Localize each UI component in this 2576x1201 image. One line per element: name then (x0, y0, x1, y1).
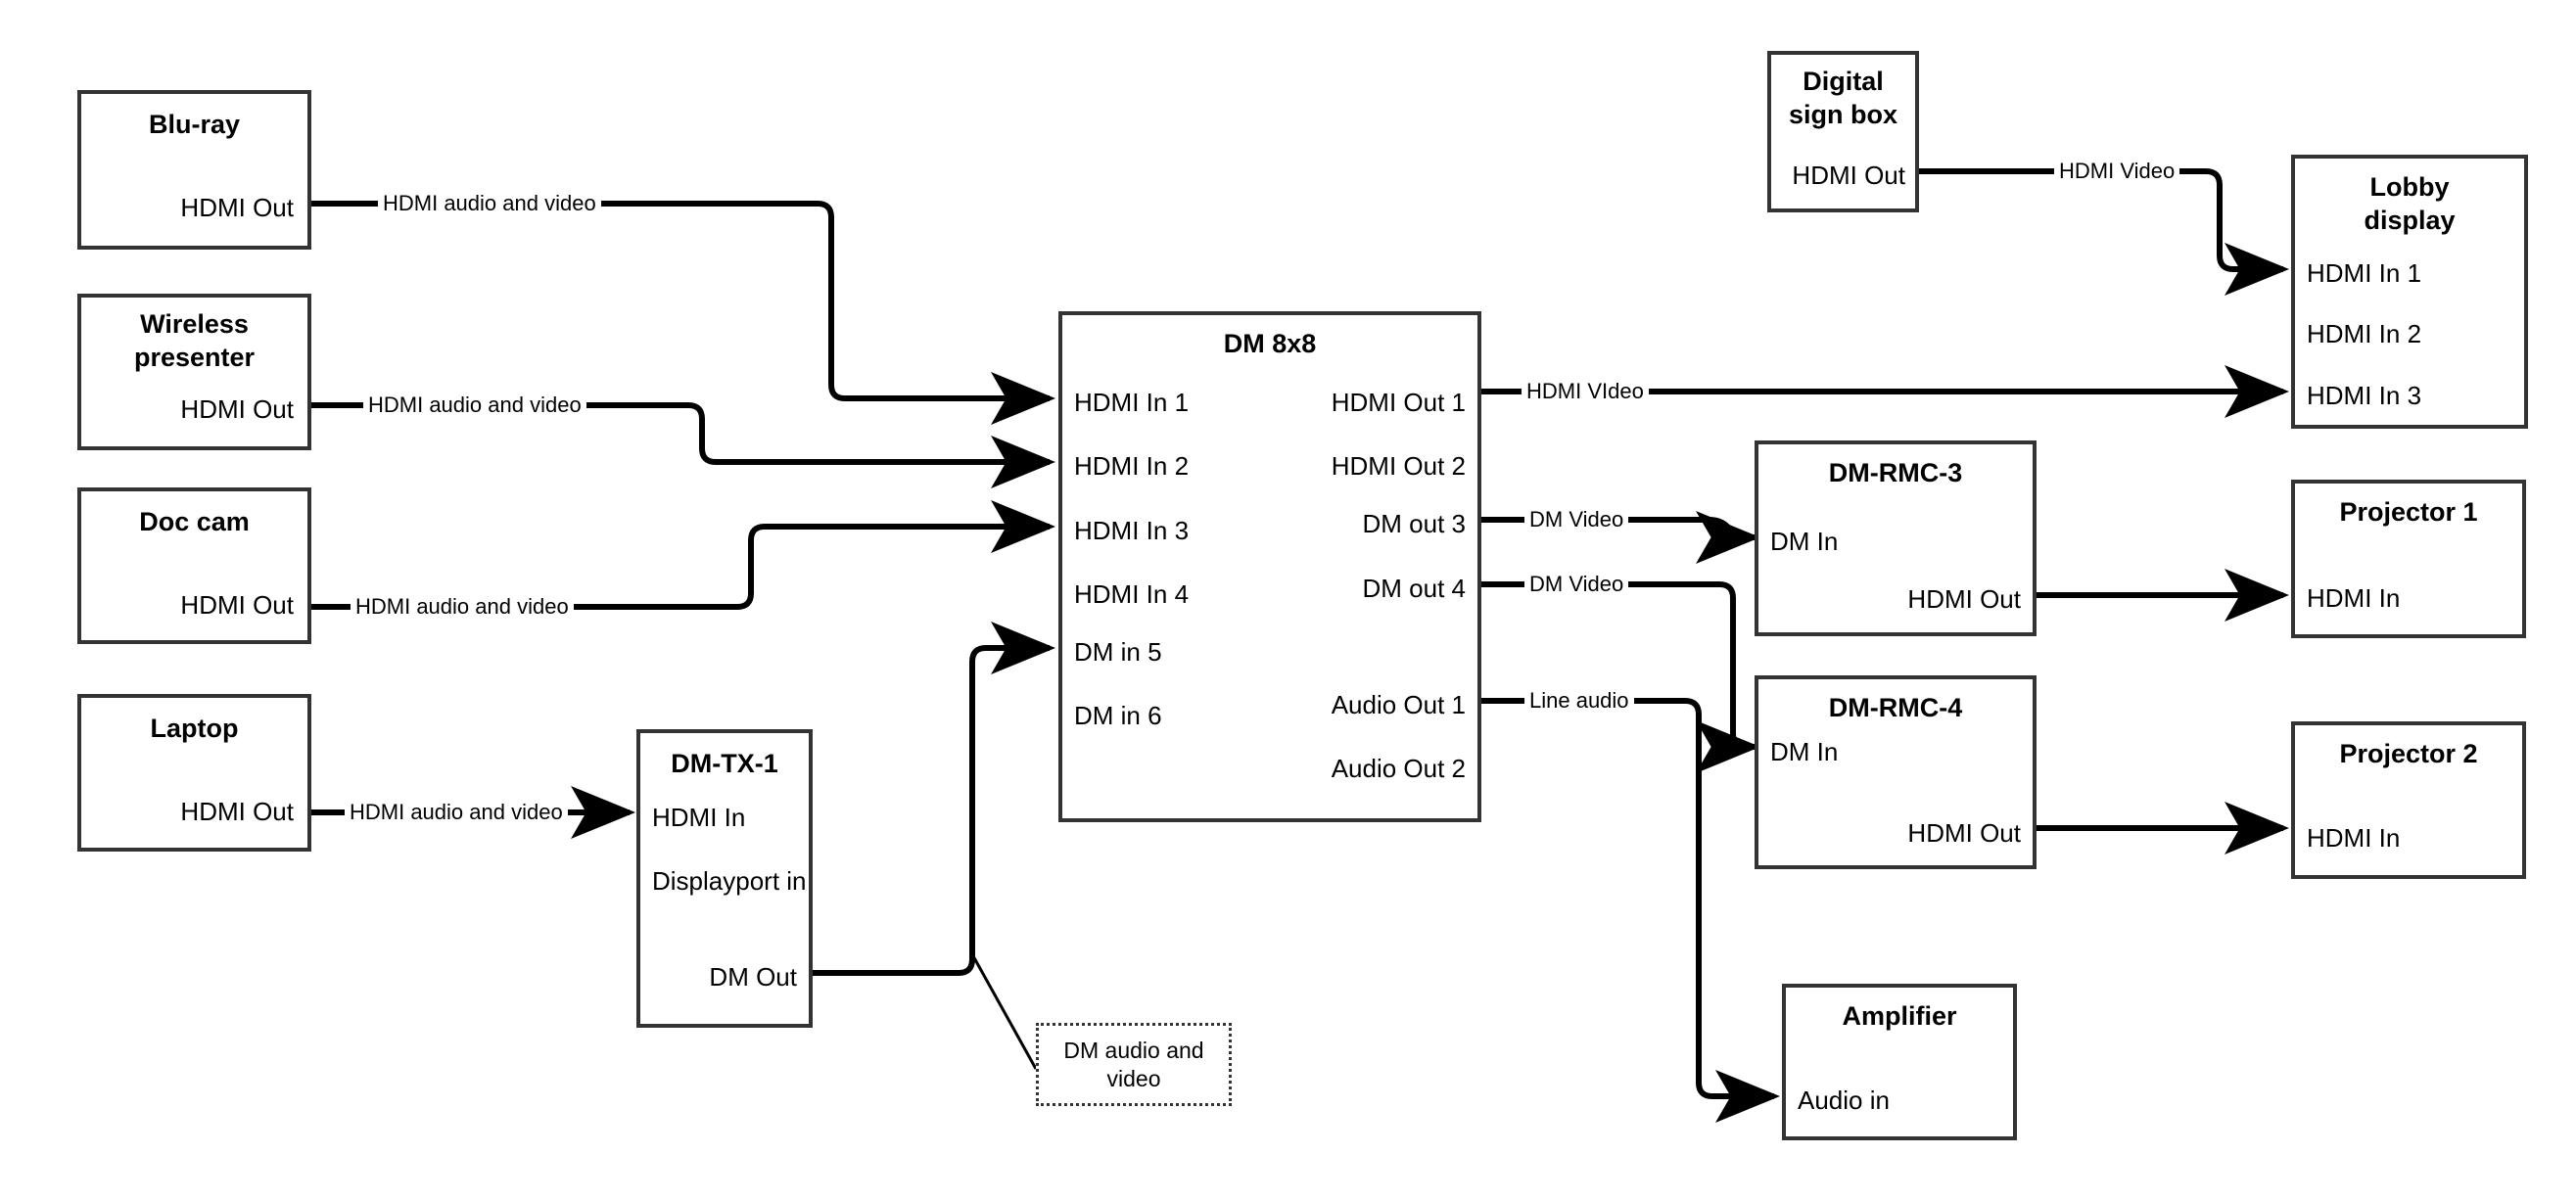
node-digital-sign-box[interactable]: Digital sign box HDMI Out (1767, 51, 1919, 212)
node-dm-tx-1[interactable]: DM-TX-1 HDMI In Displayport in DM Out (636, 729, 813, 1028)
node-projector-1-title: Projector 1 (2339, 497, 2478, 527)
wire-dmout3-to-dmrmc3 (1481, 511, 1760, 564)
callout-dm-audio-and-video: DM audio and video (1036, 1023, 1232, 1106)
wire-label-laptop: HDMI audio and video (345, 800, 568, 825)
wire-dmout4-to-dmrmc4 (1481, 581, 1760, 773)
port-dm8x8-hdmi-in-4: HDMI In 4 (1074, 579, 1190, 609)
port-wireless-presenter-hdmi-out: HDMI Out (180, 394, 294, 424)
wire-label-dm-out-3: DM Video (1524, 507, 1629, 532)
node-laptop[interactable]: Laptop HDMI Out (77, 694, 311, 852)
node-amplifier[interactable]: Amplifier Audio in (1782, 984, 2017, 1140)
port-lobby-hdmi-in-1: HDMI In 1 (2307, 258, 2422, 288)
port-amplifier-audio-in: Audio in (1798, 1086, 1890, 1115)
port-dm-rmc-3-dm-in: DM In (1770, 527, 1839, 556)
callout-leader-line (970, 953, 1038, 1070)
node-digital-sign-box-title: Digital sign box (1788, 67, 1897, 129)
wire-doccam-to-dm8x8 (311, 500, 1055, 610)
port-dm8x8-dm-in-5: DM in 5 (1074, 637, 1162, 667)
port-dm-tx-1-dm-out: DM Out (709, 962, 797, 992)
port-lobby-hdmi-in-3: HDMI In 3 (2307, 381, 2422, 410)
wire-label-wireless: HDMI audio and video (363, 393, 586, 418)
wire-label-bluray: HDMI audio and video (378, 191, 601, 216)
node-dm-rmc-4[interactable]: DM-RMC-4 DM In HDMI Out (1755, 675, 2037, 869)
port-laptop-hdmi-out: HDMI Out (180, 797, 294, 826)
node-dm-8x8-title: DM 8x8 (1223, 329, 1317, 358)
node-bluray[interactable]: Blu-ray HDMI Out (77, 90, 311, 250)
port-dm8x8-audio-out-2: Audio Out 2 (1331, 754, 1466, 783)
port-dm8x8-dm-out-4: DM out 4 (1362, 574, 1467, 603)
port-digital-sign-hdmi-out: HDMI Out (1792, 161, 1905, 190)
node-dm-rmc-3[interactable]: DM-RMC-3 DM In HDMI Out (1755, 440, 2037, 636)
port-dm8x8-hdmi-in-2: HDMI In 2 (1074, 451, 1190, 481)
port-dm8x8-hdmi-in-3: HDMI In 3 (1074, 516, 1190, 545)
node-amplifier-title: Amplifier (1842, 1001, 1957, 1031)
port-bluray-hdmi-out: HDMI Out (180, 193, 294, 222)
port-doc-cam-hdmi-out: HDMI Out (180, 590, 294, 620)
node-projector-1[interactable]: Projector 1 HDMI In (2291, 480, 2526, 638)
port-dm-rmc-3-hdmi-out: HDMI Out (1907, 584, 2021, 614)
wire-audioout1-to-amplifier (1481, 698, 1780, 1123)
node-dm-8x8[interactable]: DM 8x8 HDMI In 1 HDMI In 2 HDMI In 3 HDM… (1058, 311, 1481, 822)
port-dm8x8-dm-in-6: DM in 6 (1074, 701, 1162, 730)
port-dm-tx-1-hdmi-in: HDMI In (652, 803, 746, 832)
node-bluray-title: Blu-ray (148, 110, 241, 139)
node-wireless-presenter-title: Wireless presenter (133, 309, 256, 372)
node-dm-rmc-3-title: DM-RMC-3 (1828, 458, 1963, 487)
wire-label-audio-out-1: Line audio (1524, 688, 1634, 714)
node-projector-2-title: Projector 2 (2339, 739, 2478, 768)
port-dm-tx-1-displayport-in: Displayport in (652, 866, 807, 896)
wire-dmtx1-to-dm8x8 (813, 622, 1055, 976)
port-dm8x8-hdmi-out-2: HDMI Out 2 (1331, 451, 1466, 481)
node-wireless-presenter[interactable]: Wireless presenter HDMI Out (77, 294, 311, 450)
port-dm-rmc-4-dm-in: DM In (1770, 737, 1839, 766)
wire-digitalsign-to-lobby (1919, 168, 2289, 296)
node-laptop-title: Laptop (150, 714, 239, 743)
port-dm-rmc-4-hdmi-out: HDMI Out (1907, 818, 2021, 848)
port-dm8x8-hdmi-in-1: HDMI In 1 (1074, 388, 1190, 417)
wire-wireless-to-dm8x8 (311, 402, 1055, 488)
node-lobby-display[interactable]: Lobby display HDMI In 1 HDMI In 2 HDMI I… (2291, 155, 2528, 429)
node-doc-cam[interactable]: Doc cam HDMI Out (77, 487, 311, 644)
wire-bluray-to-dm8x8 (311, 201, 1055, 425)
node-dm-tx-1-title: DM-TX-1 (671, 749, 778, 778)
port-dm8x8-dm-out-3: DM out 3 (1362, 509, 1467, 538)
port-dm8x8-hdmi-out-1: HDMI Out 1 (1331, 388, 1466, 417)
wire-label-digitalsign: HDMI Video (2054, 159, 2180, 184)
node-doc-cam-title: Doc cam (139, 507, 250, 536)
port-dm8x8-audio-out-1: Audio Out 1 (1331, 690, 1466, 719)
port-projector-2-hdmi-in: HDMI In (2307, 823, 2401, 853)
port-projector-1-hdmi-in: HDMI In (2307, 583, 2401, 613)
node-dm-rmc-4-title: DM-RMC-4 (1828, 693, 1963, 722)
node-projector-2[interactable]: Projector 2 HDMI In (2291, 721, 2526, 879)
node-lobby-display-title: Lobby display (2364, 172, 2456, 235)
wire-label-doccam: HDMI audio and video (351, 594, 574, 620)
wire-label-dm-out-4: DM Video (1524, 572, 1629, 597)
port-lobby-hdmi-in-2: HDMI In 2 (2307, 319, 2422, 348)
wire-label-hdmi-out-1: HDMI VIdeo (1522, 379, 1649, 404)
